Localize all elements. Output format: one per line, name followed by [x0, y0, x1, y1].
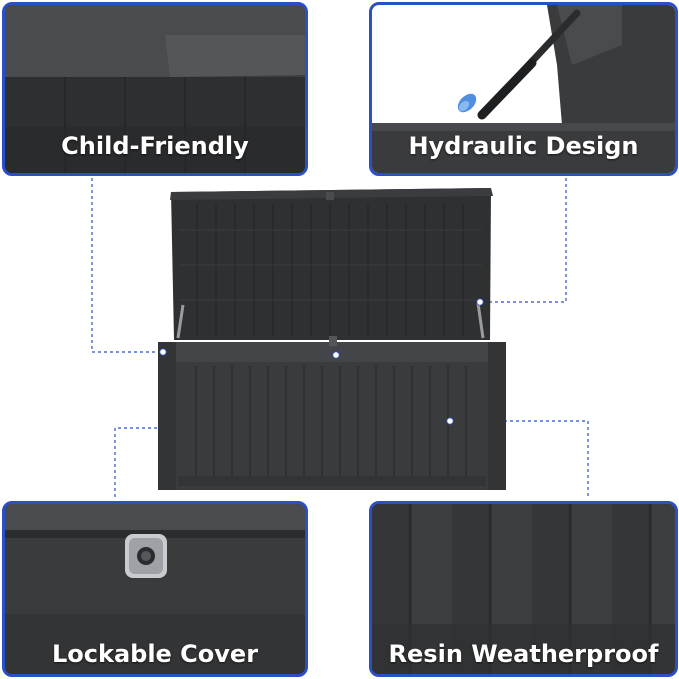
resin-texture-closeup — [372, 504, 675, 674]
hydraulic-closeup — [372, 5, 675, 173]
feature-caption-lockable-cover: Lockable Cover — [51, 640, 259, 668]
feature-panel-resin-weatherproof: Resin Weatherproof — [369, 501, 678, 677]
hydraulic-strut-icon — [457, 9, 581, 120]
lockable-cover-closeup — [5, 504, 305, 674]
callout-line-resin — [450, 420, 589, 499]
feature-panel-lockable-cover: Lockable Cover — [2, 501, 308, 677]
child-friendly-closeup — [5, 5, 305, 173]
storage-box-lid — [170, 188, 493, 340]
storage-box-body — [158, 336, 506, 490]
callout-line-hydraulic — [482, 178, 567, 303]
lock-hasp-icon — [125, 534, 167, 578]
callout-dots — [159, 298, 484, 425]
callout-line-child-friendly — [91, 178, 162, 353]
feature-caption-resin-weatherproof: Resin Weatherproof — [388, 640, 659, 668]
feature-caption-child-friendly: Child-Friendly — [61, 132, 249, 160]
feature-caption-hydraulic-design: Hydraulic Design — [408, 132, 639, 160]
feature-panel-hydraulic-design: Hydraulic Design — [369, 2, 678, 176]
feature-panel-child-friendly: Child-Friendly — [2, 2, 308, 176]
